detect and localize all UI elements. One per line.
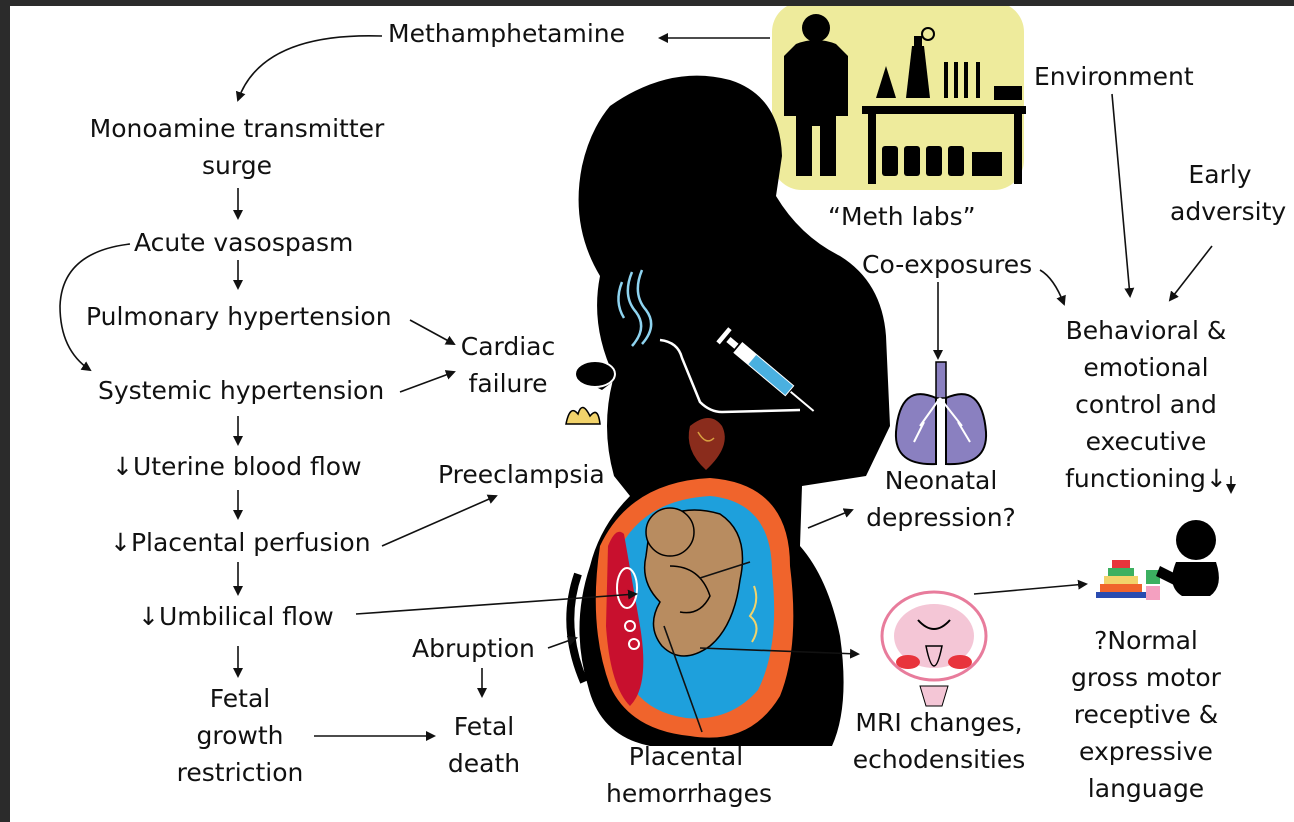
diagram-canvas: Methamphetamine Monoamine transmitter su… [10,6,1294,822]
label-systemic-hypertension: Systemic hypertension [98,372,384,409]
label-meth-labs: “Meth labs” [828,198,976,235]
label-preeclampsia: Preeclampsia [438,456,605,493]
child-icon [1156,520,1219,596]
label-early-adversity: Early adversity [1170,156,1270,230]
label-normal-development: ?Normal gross motor receptive & expressi… [1056,622,1236,807]
label-acute-vasospasm: Acute vasospasm [134,224,353,261]
label-cardiac-failure: Cardiac failure [458,328,558,402]
label-fetal-growth-restriction: Fetal growth restriction [160,680,320,791]
flame-icon [566,407,600,424]
label-co-exposures: Co-exposures [862,246,1032,283]
label-uterine-blood-flow: ↓Uterine blood flow [112,448,362,485]
label-pulmonary-hypertension: Pulmonary hypertension [86,298,392,335]
toy-stacker-icon [1096,560,1160,600]
label-environment: Environment [1034,58,1194,95]
label-neonatal-depression: Neonatal depression? [856,462,1026,536]
brain-icon [882,592,986,706]
label-placental-hemorrhages: Placental hemorrhages [606,738,766,812]
label-behavioral-control: Behavioral & emotional control and execu… [1056,312,1236,497]
label-umbilical-flow: ↓Umbilical flow [138,598,334,635]
label-mri-changes: MRI changes, echodensities [844,704,1034,778]
meth-lab-panel [772,6,1026,190]
label-methamphetamine: Methamphetamine [388,15,625,52]
label-fetal-death: Fetal death [434,708,534,782]
label-placental-perfusion: ↓Placental perfusion [110,524,371,561]
label-monoamine-surge: Monoamine transmitter surge [82,110,392,184]
label-abruption: Abruption [412,630,535,667]
lungs-icon [896,362,986,464]
